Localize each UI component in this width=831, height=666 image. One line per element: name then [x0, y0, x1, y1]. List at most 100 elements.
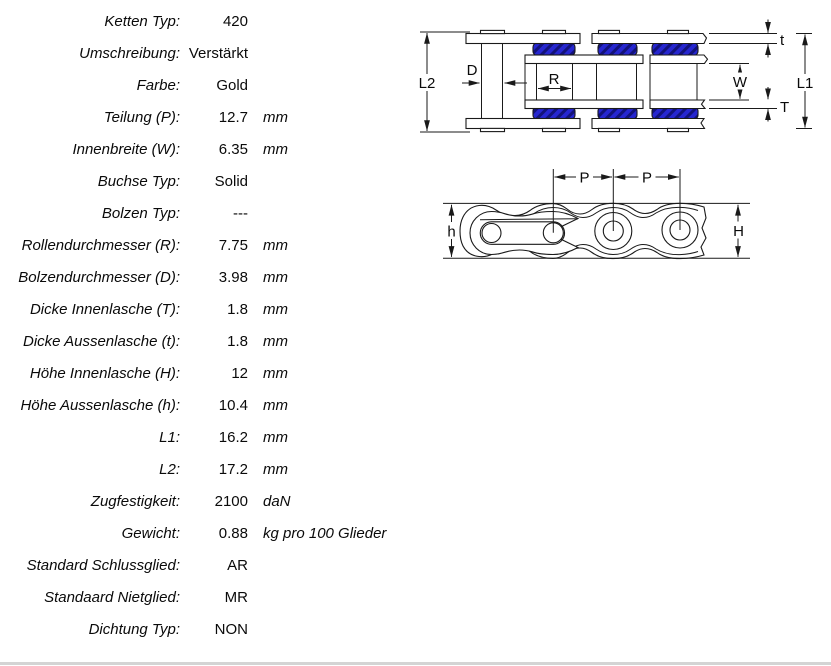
outer-plate	[591, 117, 706, 130]
spec-unit: mm	[263, 109, 288, 126]
spec-row: Bolzen Typ: ---	[0, 198, 412, 230]
inner-link-chamfer-top	[520, 206, 699, 219]
spec-label: L2:	[159, 461, 180, 478]
spec-value: 6.35	[218, 141, 248, 158]
spec-value: 10.4	[218, 397, 248, 414]
outer-plates	[465, 32, 708, 130]
dim-label-P2: P	[642, 170, 652, 187]
label-bg	[576, 168, 593, 185]
pin-cap	[541, 29, 567, 35]
spec-label: Gewicht:	[121, 525, 180, 542]
inner-plate	[649, 54, 709, 65]
label-bg	[413, 74, 441, 91]
spec-value: ---	[233, 205, 248, 222]
dim-W: W	[709, 63, 749, 101]
spec-row: Bolzendurchmesser (D): 3.98 mm	[0, 262, 412, 294]
spec-value: Solid	[214, 173, 248, 190]
inner-plates	[524, 54, 709, 110]
spec-unit: mm	[263, 429, 288, 446]
inner-plate	[524, 99, 644, 110]
spec-row: Höhe Aussenlasche (h): 10.4 mm	[0, 390, 412, 422]
dim-label-P1: P	[579, 170, 589, 187]
inner-plate	[649, 99, 707, 110]
dim-h: h	[443, 204, 460, 258]
dim-T: T	[709, 87, 789, 122]
spec-row: Zugfestigkeit: 2100 daN	[0, 486, 412, 518]
spec-row: Dicke Innenlasche (T): 1.8 mm	[0, 294, 412, 326]
spec-unit: mm	[263, 141, 288, 158]
spec-label: Zugfestigkeit:	[90, 493, 180, 510]
spec-row: L2: 17.2 mm	[0, 454, 412, 486]
spec-label: Rollendurchmesser (R):	[21, 237, 180, 254]
label-bg	[731, 72, 749, 90]
spec-value: 420	[222, 13, 248, 30]
spec-row: Standard Schlussglied: AR	[0, 550, 412, 582]
spec-label: Umschreibung:	[79, 45, 180, 62]
pitch-center-lines	[552, 169, 681, 233]
spec-value: 3.98	[218, 269, 248, 286]
spec-unit: mm	[263, 333, 288, 350]
dim-P: P P	[552, 168, 681, 233]
spec-value: AR	[227, 557, 248, 574]
spec-unit: mm	[263, 269, 288, 286]
spec-row: Dicke Aussenlasche (t): 1.8 mm	[0, 326, 412, 358]
spec-unit: daN	[263, 493, 291, 510]
dim-H: H	[729, 204, 748, 258]
dim-ext-lines	[709, 63, 749, 101]
spec-label: Bolzen Typ:	[101, 205, 180, 222]
label-bg	[729, 221, 748, 239]
dim-t: t	[709, 19, 785, 58]
dim-ext-lines	[420, 31, 470, 133]
spec-table: Ketten Typ: 420 Umschreibung: Verstärkt …	[0, 6, 412, 646]
spec-label: Bolzendurchmesser (D):	[18, 269, 180, 286]
dim-ext-lines	[796, 33, 812, 129]
pin-cap	[666, 29, 690, 35]
spec-label: Buchse Typ:	[97, 173, 180, 190]
spec-label: Dichtung Typ:	[88, 621, 180, 638]
spec-row: L1: 16.2 mm	[0, 422, 412, 454]
spec-value: Gold	[216, 77, 248, 94]
spec-value: 0.88	[218, 525, 248, 542]
spec-label: Innenbreite (W):	[72, 141, 180, 158]
label-bg	[443, 222, 460, 239]
dim-D: D	[462, 62, 527, 86]
spec-unit: mm	[263, 461, 288, 478]
label-bg	[791, 74, 820, 91]
spec-label: Teilung (P):	[103, 109, 180, 126]
pin-cap	[479, 29, 506, 35]
dim-label-H: H	[733, 223, 744, 240]
spec-label: Farbe:	[136, 77, 180, 94]
spec-value: 16.2	[218, 429, 248, 446]
dim-label-T: T	[780, 99, 789, 116]
pin-lines	[481, 43, 503, 119]
side-view-diagram: h H P P	[443, 168, 750, 260]
dim-ext-lines	[709, 33, 777, 44]
dim-label-R: R	[549, 71, 560, 88]
roller	[597, 42, 638, 56]
outer-plate	[465, 117, 581, 130]
spec-row: Innenbreite (W): 6.35 mm	[0, 134, 412, 166]
spec-row: Höhe Innenlasche (H): 12 mm	[0, 358, 412, 390]
spec-row: Farbe: Gold	[0, 70, 412, 102]
clip-slot	[479, 221, 566, 245]
clip-edge-line	[479, 218, 579, 221]
dim-label-D: D	[467, 62, 478, 79]
spec-label: Standaard Nietglied:	[44, 589, 180, 606]
outer-plate	[591, 32, 708, 45]
pin-cap	[597, 29, 621, 35]
rollers	[532, 42, 699, 120]
spec-value: 7.75	[218, 237, 248, 254]
pin-hole	[481, 222, 502, 244]
spec-label: Höhe Aussenlasche (h):	[20, 397, 180, 414]
dim-R: R	[537, 71, 572, 92]
spec-label: Standard Schlussglied:	[26, 557, 180, 574]
dim-label-t: t	[780, 32, 785, 49]
cross-section-diagram: L2 D R W t	[413, 19, 820, 133]
spec-value: 12.7	[218, 109, 248, 126]
spec-row: Standaard Nietglied: MR	[0, 582, 412, 614]
pin-cap	[541, 127, 567, 133]
dim-L1: L1	[791, 33, 820, 129]
pin-cap	[597, 127, 621, 133]
spec-unit: mm	[263, 301, 288, 318]
outer-plate	[465, 32, 581, 45]
